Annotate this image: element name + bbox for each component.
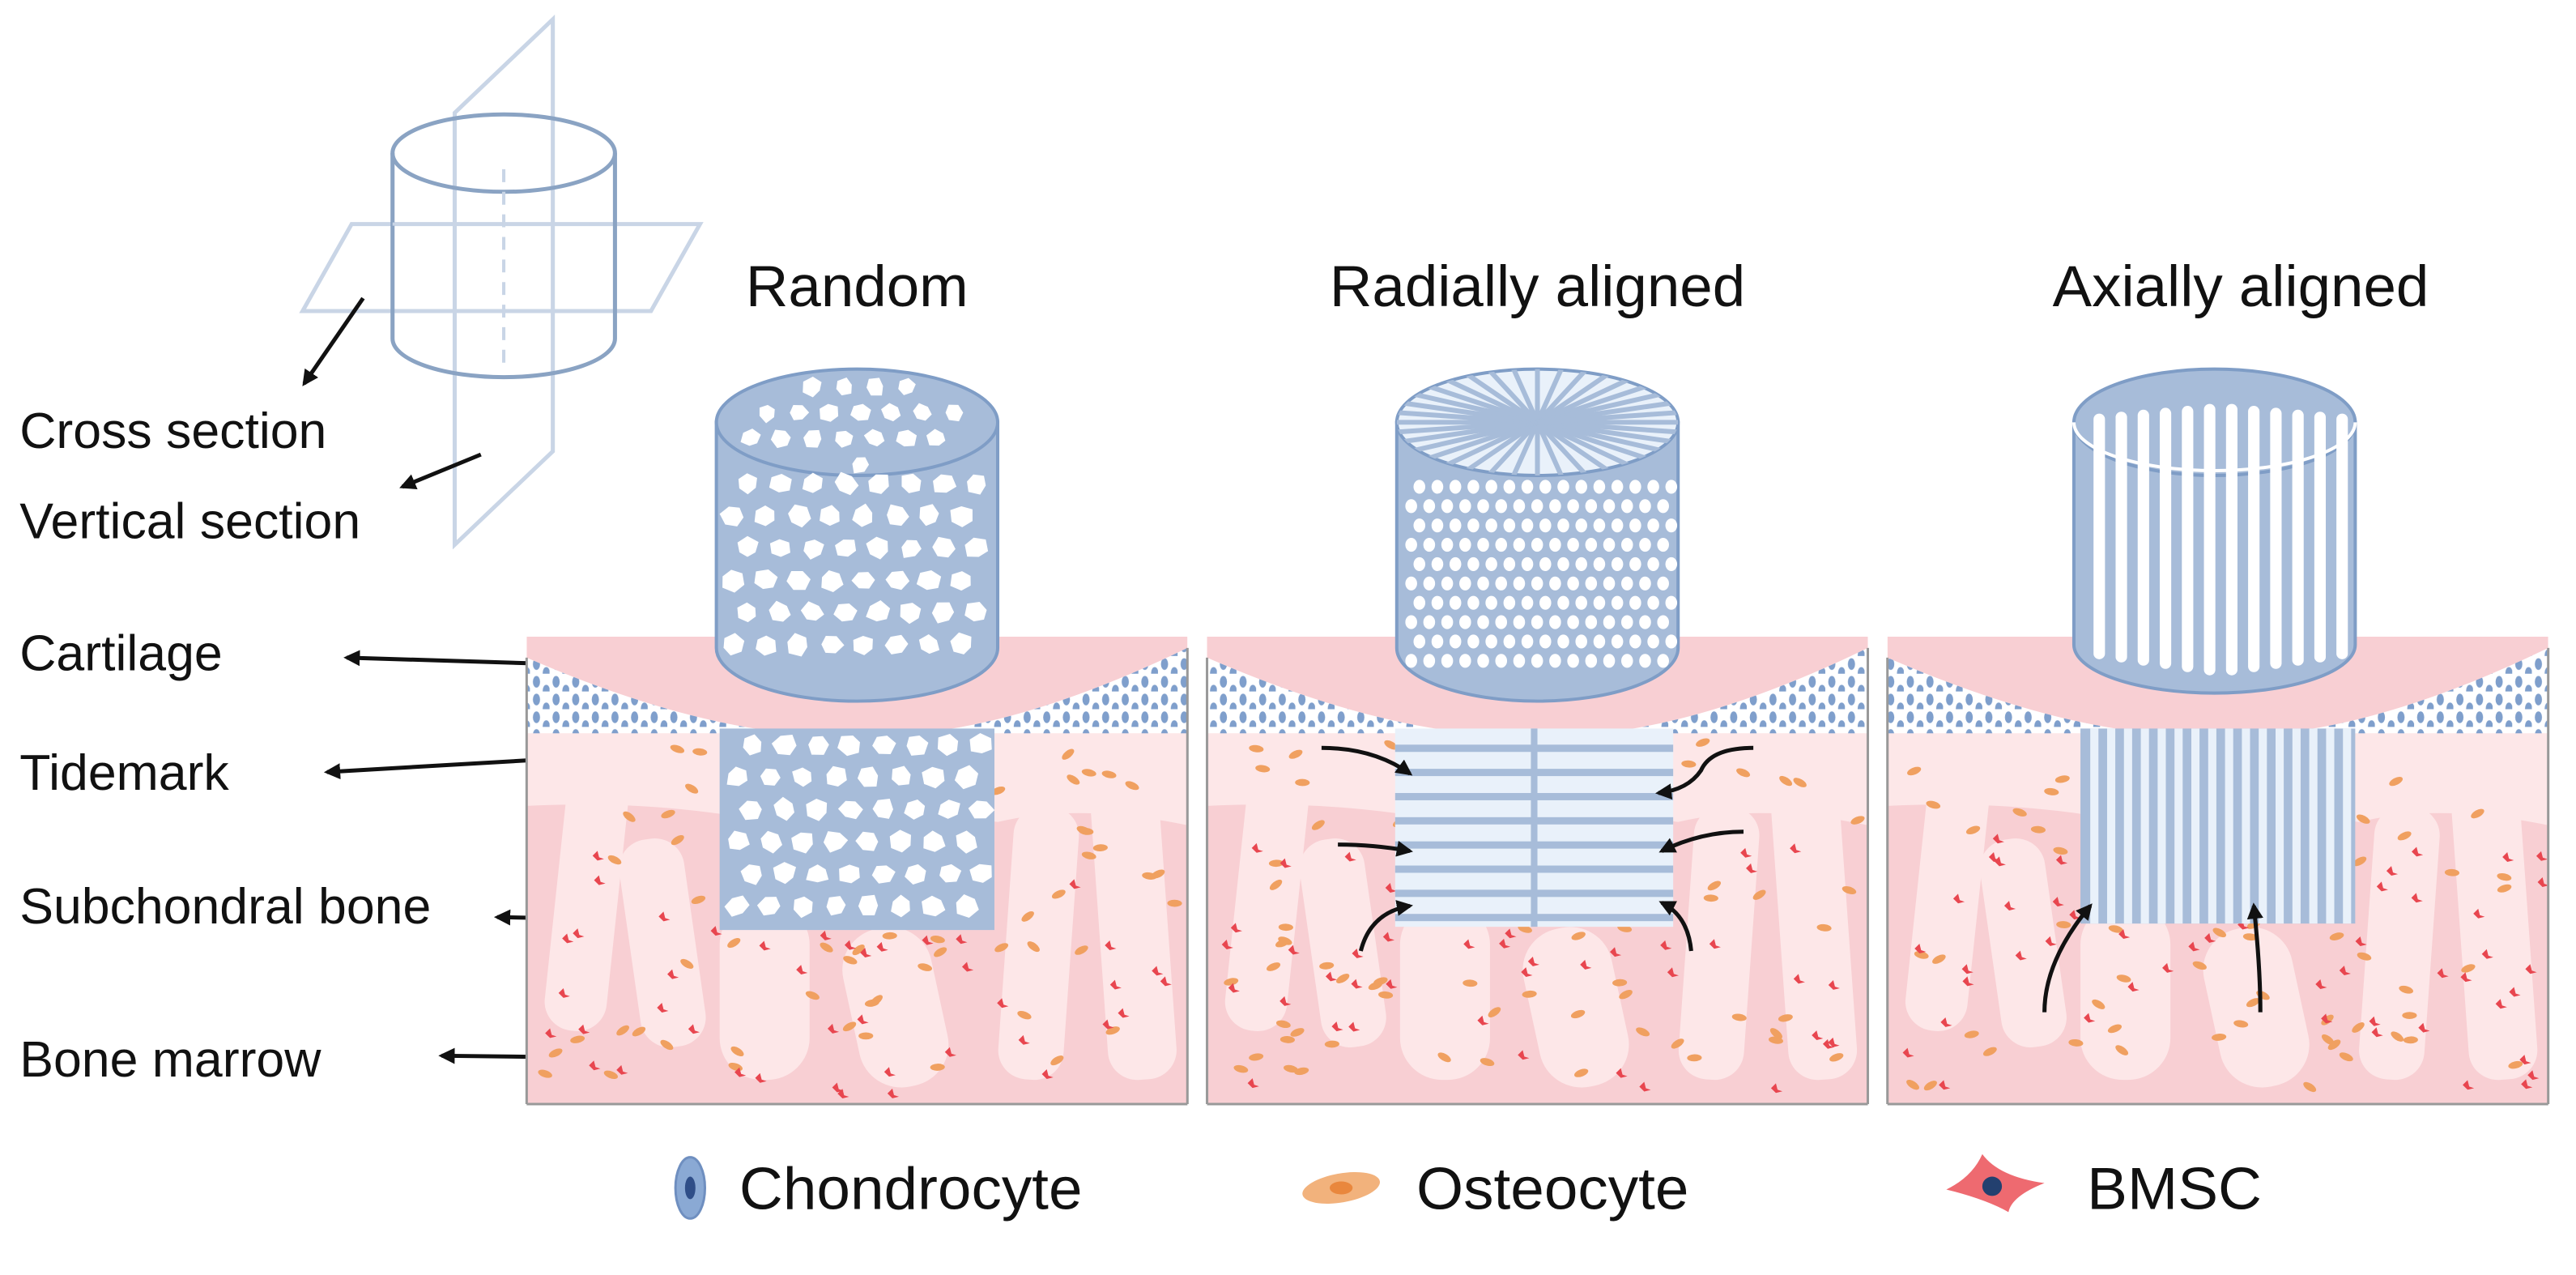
scaffold-radially-aligned (1394, 367, 1680, 703)
panel-axially-aligned (1886, 367, 2550, 1106)
legend: Chondrocyte Osteocyte BMSC (674, 1153, 2262, 1222)
legend-label-chondrocyte: Chondrocyte (739, 1155, 1083, 1222)
subchondral-bone-label: Subchondral bone (19, 880, 431, 935)
cell-migration-arrows-radial (1321, 745, 1754, 952)
bmsc-icon (1946, 1153, 2045, 1213)
legend-label-bmsc: BMSC (2087, 1155, 2262, 1222)
legend-label-osteocyte: Osteocyte (1416, 1155, 1688, 1222)
tissue-section-radial (1207, 636, 1868, 1105)
tissue-section-axial (1887, 636, 2548, 1105)
scaffold-random (714, 367, 1000, 703)
osteocyte-icon (1302, 1171, 1380, 1204)
cell-migration-arrows-axial (2042, 902, 2263, 1013)
cross-section-label: Cross section (19, 404, 326, 459)
orientation-schematic: Cross section Vertical section (19, 15, 704, 549)
vertical-section-label: Vertical section (19, 494, 360, 549)
panel-title-random: Random (746, 255, 969, 319)
panel-title-axially-aligned: Axially aligned (2053, 255, 2429, 319)
tidemark-label: Tidemark (19, 745, 229, 800)
panel-radially-aligned (1206, 367, 1870, 1106)
scaffold-axially-aligned (2071, 367, 2357, 695)
cartilage-label: Cartilage (19, 626, 222, 681)
scaffold-implant-random (719, 728, 994, 931)
tissue-section-random (526, 636, 1188, 1105)
layer-labels: Cartilage Tidemark Subchondral bone Bone… (19, 626, 580, 1088)
bone-marrow-label: Bone marrow (19, 1033, 321, 1088)
chondrocyte-icon (674, 1156, 707, 1220)
panel-title-radially-aligned: Radially aligned (1330, 255, 1745, 319)
panel-random (525, 367, 1189, 1106)
